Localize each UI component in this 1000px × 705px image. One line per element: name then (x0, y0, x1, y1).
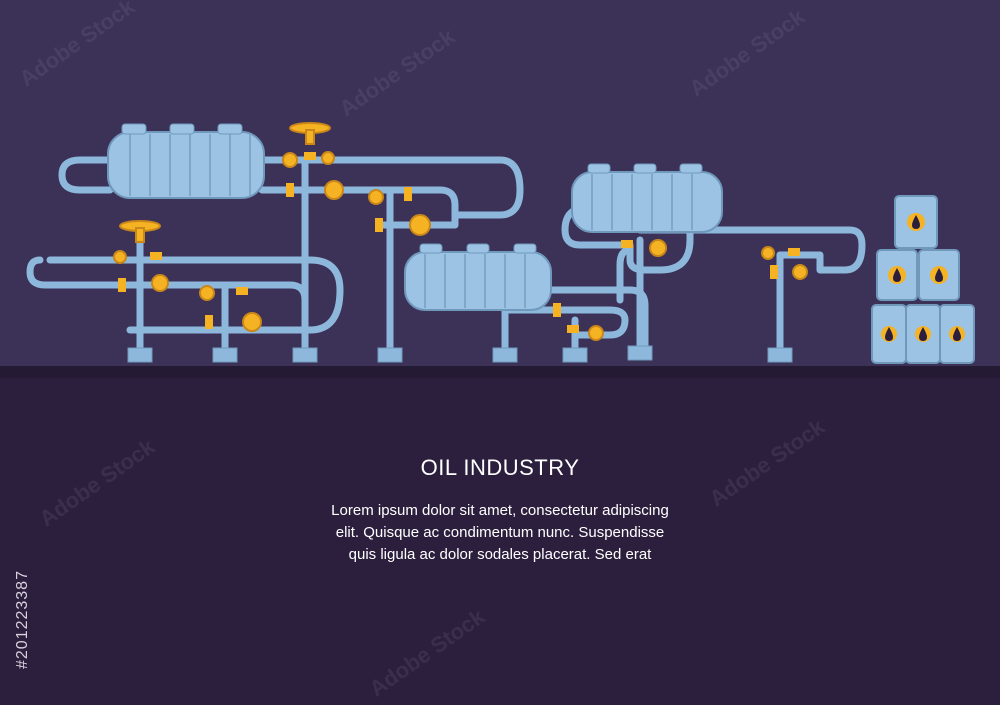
storage-tank-1 (107, 123, 265, 199)
valve-wheels (119, 122, 331, 243)
pipe-bases (127, 345, 793, 363)
pipe-connectors (118, 152, 800, 333)
oil-plant-illustration (26, 122, 975, 364)
pipes (26, 156, 866, 354)
description-paragraph: Lorem ipsum dolor sit amet, consectetur … (270, 500, 730, 566)
storage-tank-3 (571, 163, 723, 233)
round-valves (113, 151, 808, 341)
page-title: OIL INDUSTRY (420, 455, 580, 480)
stock-id-text: #201223387 (14, 570, 31, 669)
text-panel (0, 378, 1000, 705)
storage-tank-2 (404, 243, 552, 311)
stock-id-label: #201223387 (8, 470, 38, 670)
description-line: quis ligula ac dolor sodales placerat. S… (348, 546, 652, 563)
oil-barrel-stack (871, 195, 975, 364)
description-line: Lorem ipsum dolor sit amet, consectetur … (331, 502, 669, 519)
description-line: elit. Quisque ac condimentum nunc. Suspe… (335, 524, 665, 541)
ground-divider (0, 366, 1000, 380)
